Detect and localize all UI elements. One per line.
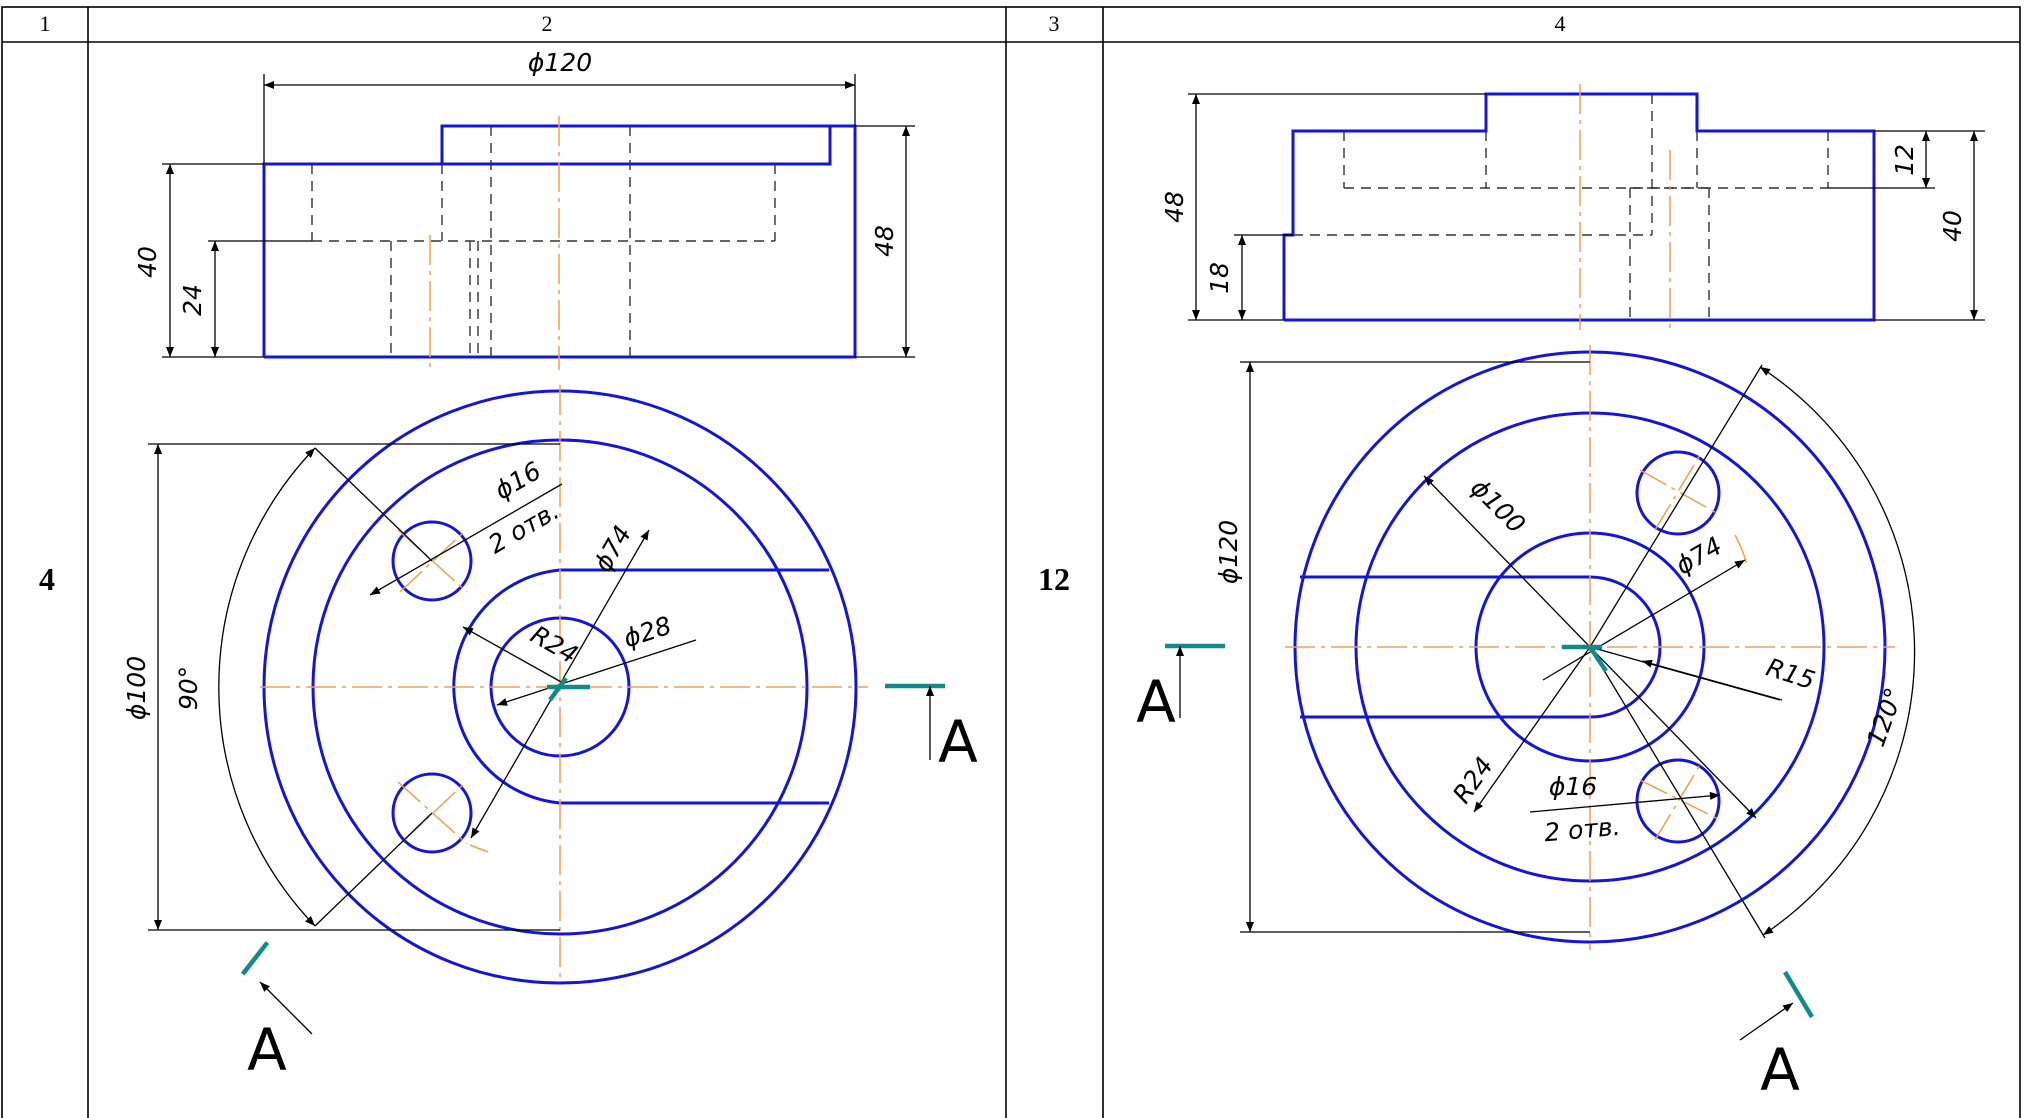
- section-marks-right: [1165, 643, 1814, 1041]
- dim-slot-radius-left: R24: [526, 620, 583, 670]
- dim-height-48-right: 48: [1160, 191, 1189, 223]
- front-view-left: [262, 116, 857, 370]
- top-dimensions-left: [148, 443, 697, 931]
- dim-boss-diameter-right: ϕ74: [1671, 531, 1727, 580]
- header-col-2: 2: [542, 11, 553, 36]
- dim-height-40-right: 40: [1938, 210, 1967, 242]
- header-col-3: 3: [1049, 11, 1060, 36]
- dim-pitch-diameter-left: ϕ100: [122, 656, 151, 720]
- header-col-4: 4: [1555, 11, 1566, 36]
- dim-slot-radius-right: R24: [1447, 752, 1499, 809]
- section-label-a-left-right: A: [1136, 668, 1176, 736]
- dim-bore-radius-right: R15: [1763, 653, 1819, 696]
- dim-height-40-left: 40: [133, 246, 162, 278]
- dim-height-48-left: 48: [870, 225, 899, 257]
- drawing-variant-12: 48 18 40 12: [1136, 84, 1985, 1104]
- dim-outer-diameter-right: ϕ120: [1214, 520, 1243, 584]
- dim-height-24-left: 24: [178, 284, 207, 316]
- variant-number-right: 12: [1038, 561, 1070, 597]
- dim-bore-diameter-left: ϕ28: [620, 611, 675, 654]
- dim-angle-left: 90°: [174, 666, 203, 710]
- drawing-variant-4: ϕ120 40 24 48: [122, 48, 978, 1084]
- front-dimensions-left: [162, 74, 915, 358]
- dim-height-18-right: 18: [1205, 262, 1234, 294]
- section-label-a-bottom-right: A: [1760, 1036, 1800, 1104]
- top-dimensions-right: [1240, 361, 1916, 939]
- section-label-a-right-left: A: [938, 708, 978, 776]
- top-view-left: [260, 385, 868, 985]
- dim-angle-right: 120°: [1861, 684, 1909, 751]
- section-label-a-bottom-left: A: [247, 1016, 287, 1084]
- variant-number-left: 4: [39, 561, 55, 597]
- dim-height-12-right: 12: [1890, 144, 1919, 176]
- section-marks-left: [240, 676, 945, 1035]
- dim-hole-count-right: 2 отв.: [1543, 812, 1622, 848]
- table-grid: [1, 6, 2021, 1118]
- dim-slot-diameter-left: ϕ74: [588, 521, 637, 577]
- dim-outer-diameter-left: ϕ120: [528, 48, 592, 77]
- header-col-1: 1: [40, 11, 51, 36]
- front-dimensions-right: [1188, 93, 1985, 321]
- dim-hole-diameter-right: ϕ16: [1549, 772, 1597, 801]
- front-view-right: [1282, 84, 1876, 330]
